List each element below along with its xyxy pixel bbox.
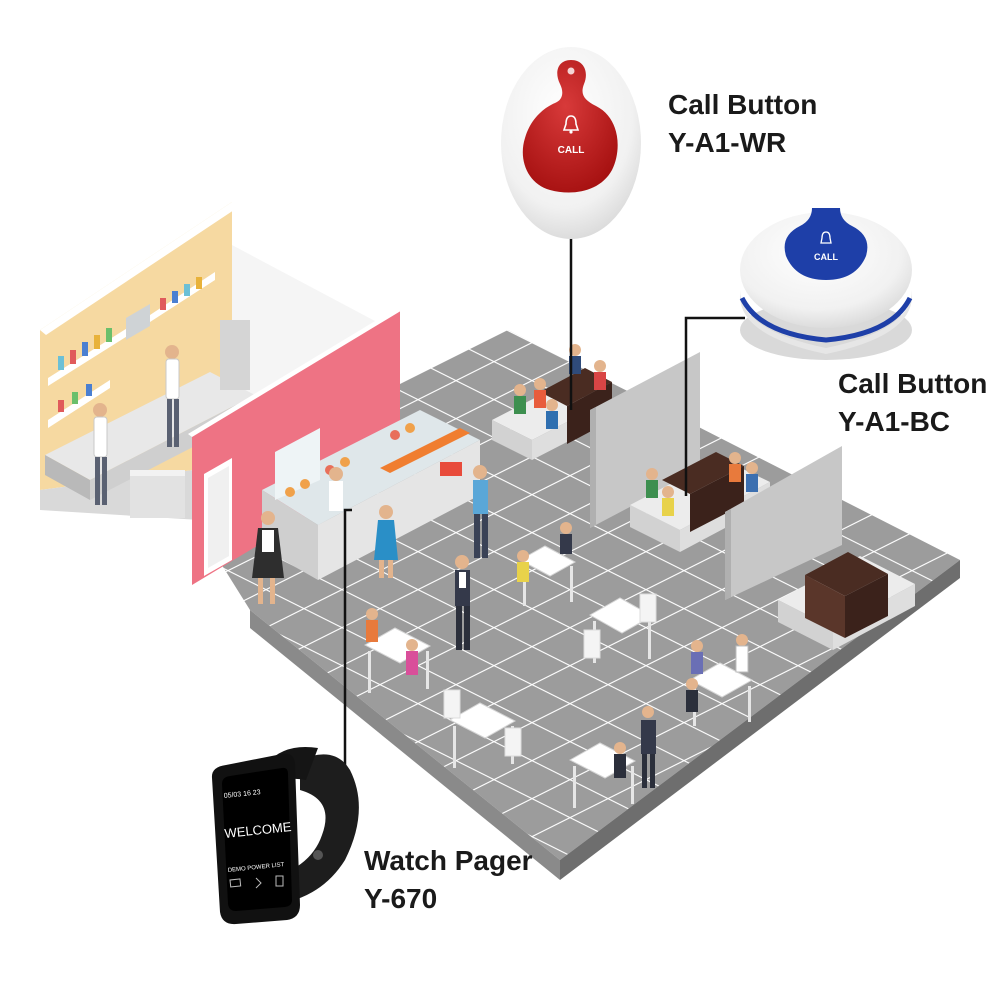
table [568,706,656,808]
customer-figure [473,465,488,558]
call-button-blue-label: Call Button Y-A1-BC [838,365,987,441]
call-button-red-label: Call Button Y-A1-WR [668,86,817,162]
call-button-blue-product: CALL [739,208,913,360]
diner-group [646,452,758,516]
kitchen-area [40,202,392,520]
product-model: Y-A1-WR [668,127,787,158]
watch-menu-text: DEMO POWER LIST [228,862,285,874]
waiter-figure [455,555,470,650]
call-button-red-product: CALL [501,47,641,239]
product-name: Call Button [838,368,988,399]
table [363,608,432,693]
booth-3 [778,552,915,650]
call-button-red-text: CALL [558,145,585,156]
product-model: Y-A1-BC [838,406,951,437]
product-name: Watch Pager [364,845,533,876]
product-model: Y-670 [364,883,438,914]
table [517,522,577,606]
table [686,634,754,726]
product-name: Call Button [668,89,818,120]
watch-pager-product: 05/03 16 23 WELCOME DEMO POWER LIST [211,746,359,925]
call-button-blue-text: CALL [814,252,838,262]
table [443,689,522,768]
dining-tables [363,522,754,808]
display-counter [262,410,480,580]
customer-figure [374,505,398,578]
watch-status-text: 05/03 16 23 [223,789,261,800]
table [583,593,657,663]
diner-group [514,344,606,429]
kitchen-shelves [48,272,215,428]
staff-figure [329,467,343,511]
staff-figure [252,511,284,604]
watch-welcome-text: WELCOME [224,819,293,841]
chef-figure [93,403,108,505]
connector-lines [343,238,745,765]
watch-pager-label: Watch Pager Y-670 [364,842,533,918]
chef-figure [165,345,180,447]
booth-2 [630,446,842,600]
